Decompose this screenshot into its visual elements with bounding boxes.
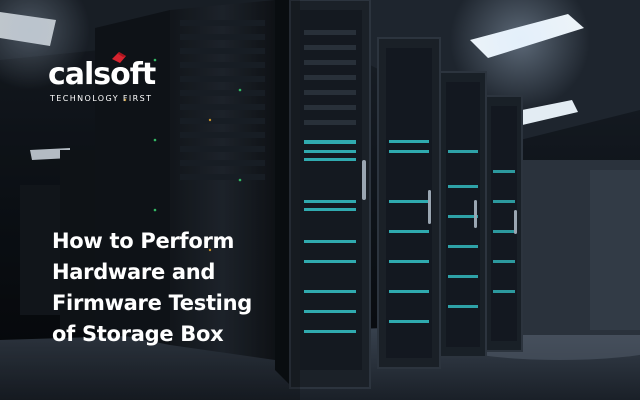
brand-name: calsoft	[48, 57, 156, 92]
brand-tagline: TECHNOLOGY FIRST	[50, 94, 153, 103]
article-headline: How to Perform Hardware and Firmware Tes…	[52, 226, 352, 350]
ceiling-light	[512, 100, 578, 126]
headline-line: of Storage Box	[52, 322, 224, 346]
red-ribbon-icon	[112, 52, 126, 63]
headline-line: Hardware and	[52, 260, 216, 284]
headline-line: Firmware Testing	[52, 291, 252, 315]
calsoft-logo[interactable]: calsoft TECHNOLOGY FIRST	[48, 52, 178, 106]
headline-line: How to Perform	[52, 229, 235, 253]
